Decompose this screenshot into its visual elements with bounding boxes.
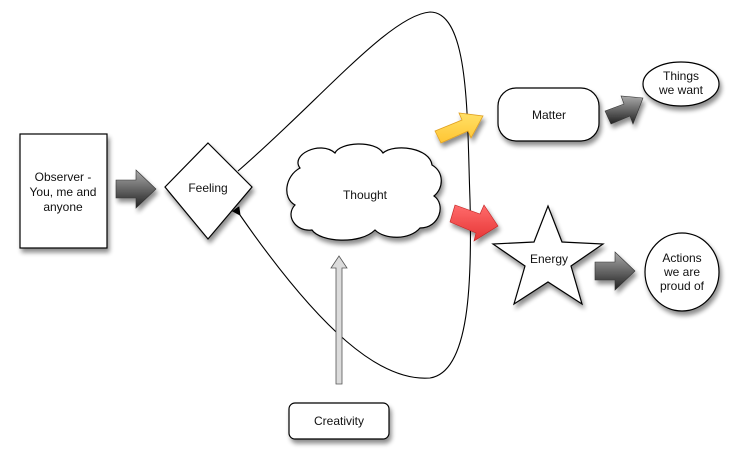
observer-label-2: You, me and (30, 185, 97, 199)
energy-label: Energy (530, 252, 568, 266)
things-node[interactable]: Things we want (642, 61, 720, 107)
feedback-loop-curve (231, 11, 472, 379)
arrow-matter-to-things (604, 95, 644, 125)
actions-label-1: Actions (662, 251, 701, 265)
creativity-node[interactable]: Creativity (288, 402, 390, 440)
observer-node[interactable]: Observer - You, me and anyone (19, 133, 108, 249)
thought-node[interactable]: Thought (286, 143, 442, 241)
creativity-label: Creativity (314, 414, 364, 428)
arrow-creativity-to-thought (330, 255, 348, 385)
things-label-1: Things (663, 69, 699, 83)
feeling-node[interactable]: Feeling (164, 142, 253, 240)
things-label-2: we want (658, 83, 704, 97)
matter-node[interactable]: Matter (497, 87, 600, 142)
thought-label: Thought (343, 188, 388, 202)
actions-node[interactable]: Actions we are proud of (644, 232, 720, 312)
actions-label-3: proud of (660, 279, 705, 293)
energy-node[interactable]: Energy (491, 204, 605, 306)
arrow-to-energy (449, 204, 499, 242)
matter-label: Matter (532, 108, 566, 122)
observer-label-3: anyone (43, 200, 83, 214)
arrow-observer-to-feeling (115, 169, 157, 209)
arrow-to-matter (434, 112, 484, 144)
feeling-label: Feeling (188, 181, 227, 195)
observer-label-1: Observer - (35, 170, 92, 184)
actions-label-2: we are (663, 265, 700, 279)
arrow-energy-to-actions (594, 251, 636, 291)
